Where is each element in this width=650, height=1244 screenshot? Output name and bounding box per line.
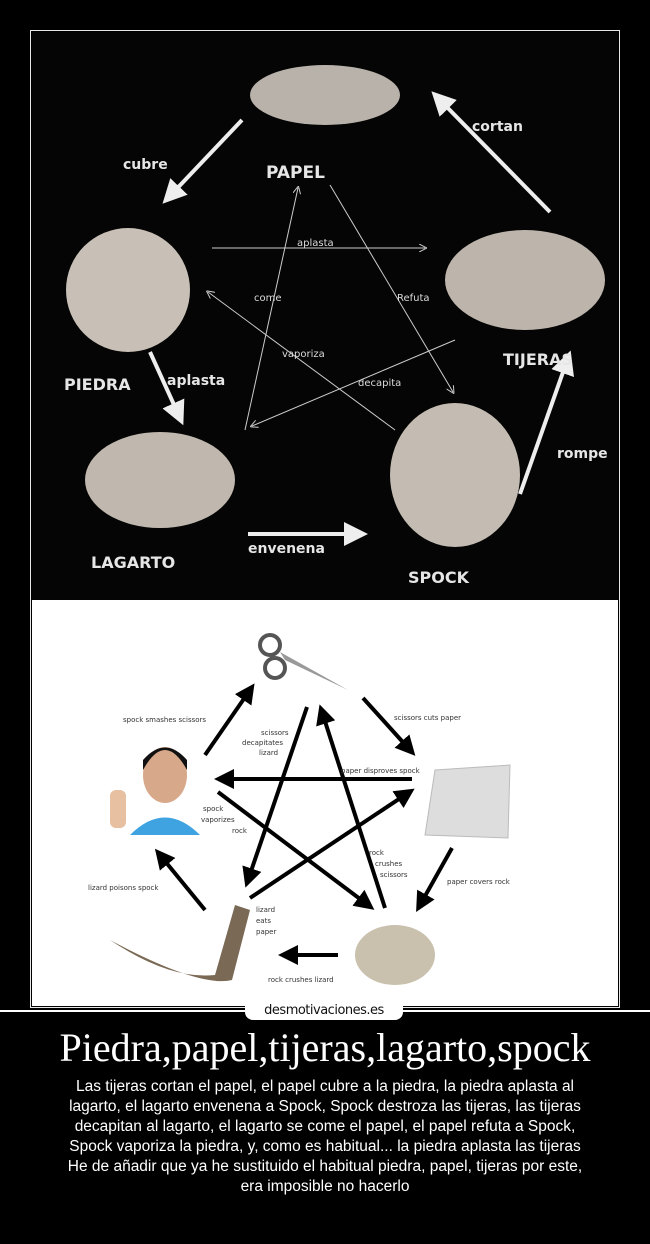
- label-crush-3: scissors: [380, 871, 408, 879]
- description-paragraph-2: He de añadir que ya he sustituido el hab…: [67, 1158, 583, 1195]
- lizard-image: [110, 905, 250, 982]
- label-rock-crushes-lizard: rock crushes lizard: [268, 976, 334, 984]
- spock-image: [105, 745, 200, 835]
- label-eats-3: paper: [256, 928, 276, 936]
- label-decapita: decapita: [358, 378, 401, 389]
- top-diagram: PAPEL PIEDRA LAGARTO SPOCK TIJERAS cubre…: [32, 32, 618, 600]
- label-rompe: rompe: [557, 446, 608, 462]
- label-decap-2: decapitates: [242, 739, 283, 747]
- label-decap-1: scissors: [261, 729, 289, 737]
- label-come: come: [254, 293, 282, 304]
- label-lagarto: LAGARTO: [91, 553, 175, 572]
- rock-image: [355, 925, 435, 985]
- label-eats-2: eats: [256, 917, 271, 925]
- label-paper-disproves-spock: paper disproves spock: [341, 767, 421, 775]
- label-cortan: cortan: [472, 119, 523, 135]
- label-decap-3: lizard: [259, 749, 278, 757]
- scissors-hand-image: [445, 230, 605, 330]
- label-tijeras: TIJERAS: [503, 350, 573, 369]
- label-lizard-poisons-spock: lizard poisons spock: [88, 884, 159, 892]
- paper-hand-image: [250, 65, 400, 125]
- label-crush-1: rock: [369, 849, 385, 857]
- label-vapor-1: spock: [203, 805, 224, 813]
- label-piedra: PIEDRA: [64, 375, 131, 394]
- paper-image: [424, 764, 511, 839]
- scissors-image: [258, 633, 348, 690]
- label-envenena: envenena: [248, 541, 325, 557]
- label-scissors-cuts-paper: scissors cuts paper: [394, 714, 461, 722]
- label-vapor-2: vaporizes: [201, 816, 235, 824]
- label-spock-smashes-scissors: spock smashes scissors: [123, 716, 206, 724]
- label-spock: SPOCK: [408, 568, 470, 587]
- label-vaporiza: vaporiza: [282, 349, 325, 360]
- description-paragraph-1: Las tijeras cortan el papel, el papel cu…: [69, 1078, 581, 1155]
- label-aplasta-inner: aplasta: [297, 238, 334, 249]
- label-cubre: cubre: [123, 157, 168, 173]
- poster-title: Piedra,papel,tijeras,lagarto,spock: [59, 1025, 591, 1070]
- site-logo-bar: desmotivaciones.es: [0, 1002, 650, 1020]
- label-eats-1: lizard: [256, 906, 275, 914]
- divider-left: [0, 1010, 245, 1012]
- label-aplasta-outer: aplasta: [167, 373, 225, 389]
- divider-right: [403, 1010, 650, 1012]
- label-refuta: Refuta: [397, 293, 430, 304]
- lizard-hand-image: [85, 432, 235, 528]
- rock-hand-image: [66, 228, 190, 352]
- label-paper-covers-rock: paper covers rock: [447, 878, 511, 886]
- label-vapor-3: rock: [232, 827, 248, 835]
- bottom-diagram: spock smashes scissors scissors cuts pap…: [32, 600, 618, 1006]
- poster-description: Las tijeras cortan el papel, el papel cu…: [55, 1077, 595, 1197]
- spock-hand-image: [390, 403, 520, 547]
- label-crush-2: crushes: [375, 860, 403, 868]
- label-papel: PAPEL: [266, 163, 325, 183]
- site-logo[interactable]: desmotivaciones.es: [245, 1002, 403, 1020]
